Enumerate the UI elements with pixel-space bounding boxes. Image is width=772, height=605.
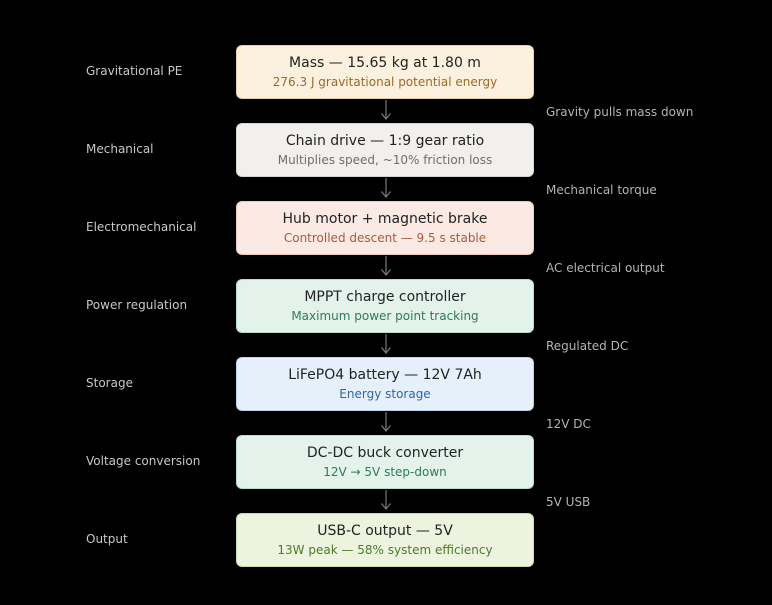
stage-label-gravitational-pe: Gravitational PE [86, 64, 183, 78]
box-subtitle: Controlled descent — 9.5 s stable [283, 231, 487, 245]
connection-label-5v-usb: 5V USB [546, 495, 591, 509]
box-hub-motor: Hub motor + magnetic brake Controlled de… [236, 201, 534, 255]
box-subtitle: 13W peak — 58% system efficiency [277, 543, 493, 557]
box-subtitle: Multiplies speed, ~10% friction loss [277, 153, 493, 167]
arrow-1 [381, 100, 391, 120]
box-mass: Mass — 15.65 kg at 1.80 m 276.3 J gravit… [236, 45, 534, 99]
connection-label-12v-dc: 12V DC [546, 417, 591, 431]
box-subtitle: Maximum power point tracking [291, 309, 479, 323]
stage-label-power-regulation: Power regulation [86, 298, 188, 312]
stage-label-output: Output [86, 532, 128, 546]
connection-label-ac-output: AC electrical output [546, 261, 665, 275]
stage-label-storage: Storage [86, 376, 133, 390]
box-title: DC-DC buck converter [306, 445, 464, 461]
box-battery: LiFePO4 battery — 12V 7Ah Energy storage [236, 357, 534, 411]
arrow-6 [381, 490, 391, 510]
box-subtitle: 12V → 5V step-down [323, 465, 447, 479]
box-title: Mass — 15.65 kg at 1.80 m [289, 55, 481, 71]
box-title: Hub motor + magnetic brake [282, 211, 488, 227]
stage-label-voltage-conversion: Voltage conversion [86, 454, 201, 468]
stage-label-electromechanical: Electromechanical [86, 220, 197, 234]
box-title: MPPT charge controller [304, 289, 466, 305]
box-title: LiFePO4 battery — 12V 7Ah [288, 367, 482, 383]
box-usb-c-output: USB-C output — 5V 13W peak — 58% system … [236, 513, 534, 567]
box-chain-drive: Chain drive — 1:9 gear ratio Multiplies … [236, 123, 534, 177]
box-subtitle: Energy storage [339, 387, 431, 401]
arrow-4 [381, 334, 391, 354]
arrow-3 [381, 256, 391, 276]
connection-label-mechanical-torque: Mechanical torque [546, 183, 657, 197]
box-mppt-controller: MPPT charge controller Maximum power poi… [236, 279, 534, 333]
arrow-2 [381, 178, 391, 198]
box-buck-converter: DC-DC buck converter 12V → 5V step-down [236, 435, 534, 489]
connection-label-regulated-dc: Regulated DC [546, 339, 629, 353]
arrow-5 [381, 412, 391, 432]
box-subtitle: 276.3 J gravitational potential energy [272, 75, 498, 89]
box-title: Chain drive — 1:9 gear ratio [285, 133, 485, 149]
stage-label-mechanical: Mechanical [86, 142, 154, 156]
box-title: USB-C output — 5V [317, 523, 453, 539]
connection-label-gravity: Gravity pulls mass down [546, 105, 694, 119]
